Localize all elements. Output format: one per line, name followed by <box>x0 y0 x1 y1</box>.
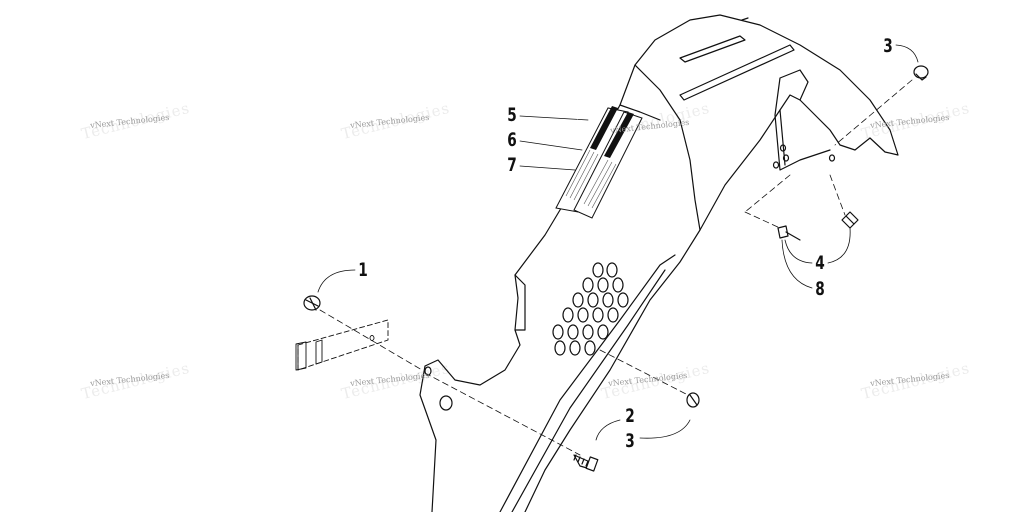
callout-5[interactable]: 5 <box>507 104 517 126</box>
callout-2[interactable]: 2 <box>625 405 635 427</box>
callout-1[interactable]: 1 <box>358 259 368 281</box>
callout-3-lower[interactable]: 3 <box>625 430 635 452</box>
fender-inner-fold <box>774 69 831 171</box>
fender-slot-3 <box>741 17 749 21</box>
panel-hole <box>439 395 453 411</box>
fender-slot-2 <box>679 44 795 101</box>
fastener-8 <box>777 225 801 241</box>
callout-4[interactable]: 4 <box>815 252 825 274</box>
fastener-4 <box>841 211 859 229</box>
fender-panel <box>419 14 899 512</box>
fastener-3-lower <box>686 392 700 408</box>
alignment-lines <box>319 79 913 456</box>
callout-6[interactable]: 6 <box>507 129 517 151</box>
fender-flange <box>499 254 676 512</box>
callout-leaders <box>317 44 919 441</box>
warning-decals <box>555 106 643 219</box>
fastener-2 <box>573 454 599 472</box>
callout-7[interactable]: 7 <box>507 154 517 176</box>
fastener-3-upper <box>913 65 929 81</box>
callout-3-upper[interactable]: 3 <box>883 35 893 57</box>
fastener-1 <box>303 295 321 311</box>
fender-slot-1 <box>679 35 746 63</box>
vent-holes <box>552 262 629 356</box>
mounting-bracket <box>295 319 389 371</box>
callout-8[interactable]: 8 <box>815 278 825 300</box>
